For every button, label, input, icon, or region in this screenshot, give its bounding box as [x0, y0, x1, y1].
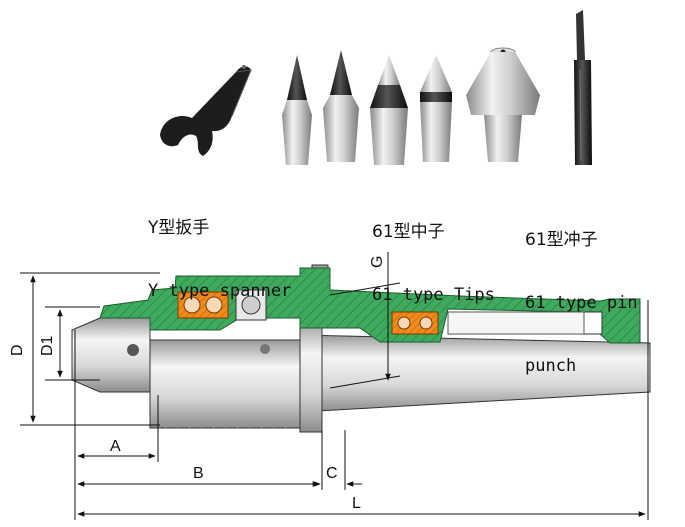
y-spanner-icon — [160, 65, 252, 156]
pin-punch-caption-zh: 61型冲子 — [525, 230, 598, 250]
center-tip-icon — [420, 55, 452, 162]
spanner-caption-en: Y type spanner — [148, 281, 292, 301]
dim-label-D1: D1 — [39, 335, 56, 356]
tips-caption: 61型中子 61 type Tips — [372, 180, 495, 327]
bearing-rear — [391, 311, 439, 335]
center-tip-icon — [370, 55, 408, 165]
tips-group — [282, 47, 540, 165]
tips-caption-en: 61 type Tips — [372, 285, 495, 305]
center-tip-icon — [466, 47, 540, 162]
center-tip-icon — [282, 55, 312, 165]
dim-label-B: B — [193, 465, 204, 482]
dimension-annotations: D D1 G A B C L — [9, 252, 649, 520]
dim-label-L: L — [352, 495, 361, 512]
nose-spindle — [71, 317, 151, 393]
bearing-front — [177, 291, 229, 319]
pin-punch-caption: 61型冲子 61 type pin punch — [525, 188, 638, 398]
dim-label-C: C — [326, 465, 338, 482]
pin-punch-caption-en1: 61 type pin — [525, 293, 638, 313]
dim-label-A: A — [110, 438, 121, 455]
spanner-caption: Y型扳手 Y type spanner — [148, 176, 291, 323]
body-lower — [149, 339, 301, 429]
bearing-mid — [235, 289, 267, 321]
pin-punch-caption-en2: punch — [525, 356, 577, 376]
knurl-lines — [159, 417, 287, 429]
center-tip-icon — [323, 50, 359, 162]
pin-punch-icon — [574, 10, 592, 165]
spanner-caption-zh: Y型扳手 — [148, 218, 210, 238]
tips-caption-zh: 61型中子 — [372, 222, 445, 242]
dim-label-G: G — [369, 256, 386, 268]
flange — [299, 319, 323, 433]
housing-section — [99, 267, 641, 344]
dim-label-D: D — [9, 344, 26, 356]
